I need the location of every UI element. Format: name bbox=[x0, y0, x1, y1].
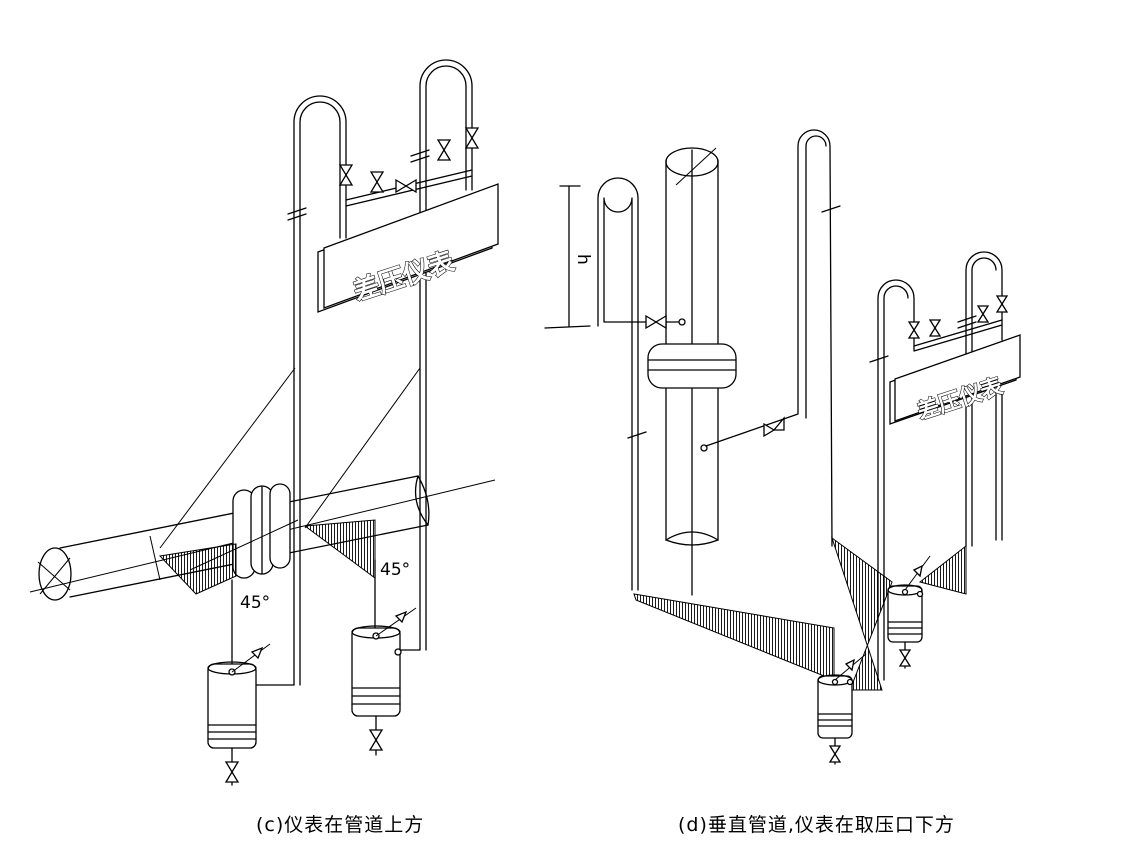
valve-manifold-d bbox=[907, 295, 1009, 352]
slope-hatch-zones: 45° 45° bbox=[158, 519, 410, 613]
angle-label-right: 45° bbox=[380, 560, 410, 580]
valve-manifold bbox=[338, 127, 480, 207]
condensate-pot-d-left bbox=[817, 653, 867, 765]
meter-impulse-lines-d bbox=[869, 251, 1003, 681]
condensate-pot-left bbox=[207, 579, 295, 786]
diagram-d: h bbox=[544, 129, 1021, 765]
upper-tap-loop bbox=[597, 177, 686, 591]
condensate-pot-d-right bbox=[887, 555, 931, 669]
dp-meter-c: 差压仪表 bbox=[317, 183, 499, 313]
diagram-c: 45° 45° bbox=[29, 59, 499, 786]
condensate-pot-right bbox=[351, 559, 417, 756]
lower-tap-loop bbox=[700, 129, 841, 547]
caption-c: (c)仪表在管道上方 bbox=[256, 814, 425, 836]
height-dimension-label: h bbox=[573, 254, 593, 265]
height-dimension: h bbox=[544, 185, 593, 329]
dp-meter-d: 差压仪表 bbox=[889, 334, 1021, 426]
vertical-flange bbox=[647, 343, 737, 389]
impulse-line-right bbox=[399, 59, 473, 651]
impulse-line-left bbox=[287, 95, 347, 686]
sloped-drain-hatch bbox=[633, 536, 967, 691]
orifice-flange bbox=[232, 483, 291, 579]
angle-label-left: 45° bbox=[240, 593, 270, 613]
caption-d: (d)垂直管道,仪表在取压口下方 bbox=[678, 814, 955, 836]
